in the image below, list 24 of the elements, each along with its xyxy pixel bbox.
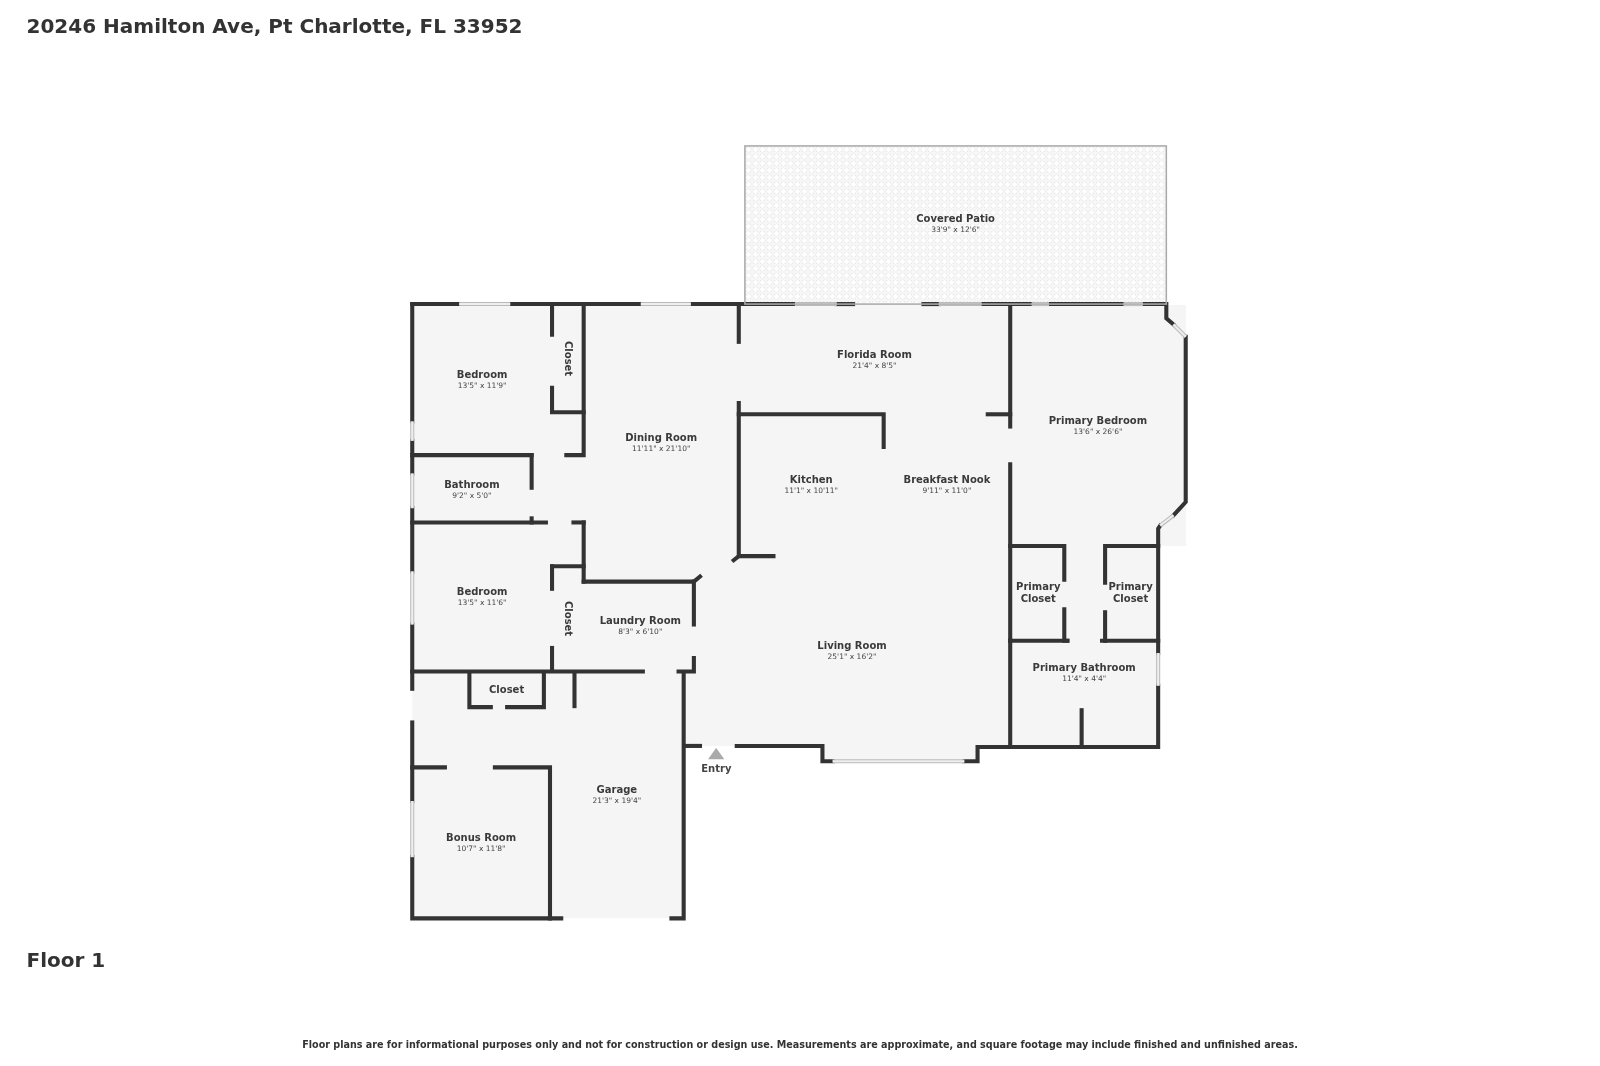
floor-label: Floor 1 [26,947,106,972]
patio-area [744,145,1167,304]
room-name: Dining Room [625,432,698,445]
room-name: Primary Closet [1107,580,1154,605]
room-name: Bonus Room [446,831,517,844]
room-name: Breakfast Nook [903,474,991,487]
room-name: Garage [596,784,638,797]
room-name: Primary Bedroom [1048,414,1148,427]
room-name: Primary Closet [1015,580,1062,605]
room-name: Closet [489,683,525,696]
room-name: Florida Room [837,348,912,361]
room-name: Primary Bathroom [1032,661,1136,674]
room-name: Covered Patio [916,213,995,226]
room-name: Bedroom [456,586,508,599]
entry-label: Entry [701,763,732,775]
room-name: Living Room [817,640,887,652]
room-name: Closet [561,341,574,377]
room-name: Bedroom [456,369,508,382]
room-name: Bathroom [444,478,500,491]
disclaimer-note: Floor plans are for informational purposes only and not for construction or design use. Measurements are approximate, and square footage may include finished and unfinished areas. [302,1038,1298,1050]
room-name: Kitchen [789,474,833,487]
room-name: Closet [561,600,574,636]
page-title: 20246 Hamilton Ave, Pt Charlotte, FL 33952 [26,14,523,39]
room-name: Laundry Room [599,615,681,627]
